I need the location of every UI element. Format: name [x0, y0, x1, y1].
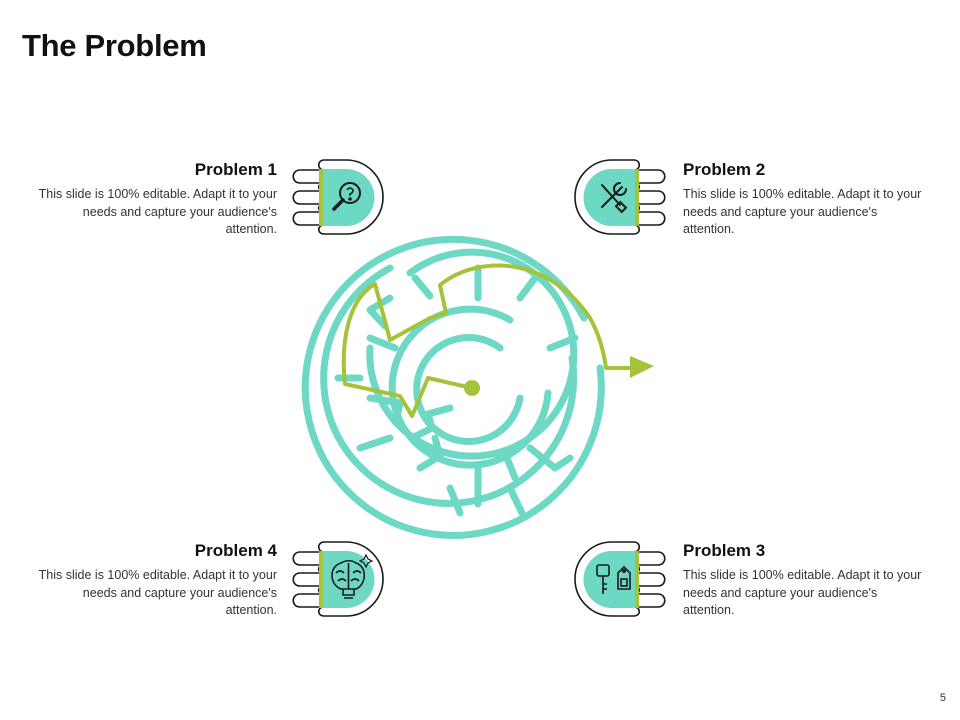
problem-1-text: This slide is 100% editable. Adapt it to…: [38, 187, 277, 236]
page-number: 5: [939, 692, 946, 704]
problem-1-title: Problem 1: [194, 160, 277, 179]
problem-4-block: Problem 4 This slide is 100% editable. A…: [37, 541, 277, 620]
problem-1-badge: [292, 159, 384, 235]
problem-2-badge: [574, 159, 666, 235]
maze-illustration: [301, 235, 654, 539]
problem-3-text: This slide is 100% editable. Adapt it to…: [683, 568, 922, 617]
magnifier-question-icon: [332, 182, 361, 211]
problem-4-text: This slide is 100% editable. Adapt it to…: [38, 568, 277, 617]
solution-path: [341, 263, 632, 418]
maze-walls: [301, 235, 605, 539]
problem-2-title: Problem 2: [683, 160, 766, 179]
problem-2-text: This slide is 100% editable. Adapt it to…: [683, 187, 922, 236]
problem-4-title: Problem 4: [194, 541, 277, 560]
problem-3-badge: [574, 541, 666, 617]
wrench-screwdriver-icon: [601, 182, 628, 214]
problem-4-badge: [292, 541, 384, 617]
problem-3-block: Problem 3 This slide is 100% editable. A…: [683, 541, 923, 620]
problem-1-block: Problem 1 This slide is 100% editable. A…: [37, 160, 277, 239]
key-tag-icon: [596, 564, 631, 594]
brain-bulb-icon: [331, 553, 374, 599]
problem-3-title: Problem 3: [683, 541, 766, 560]
problem-2-block: Problem 2 This slide is 100% editable. A…: [683, 160, 923, 239]
maze-center-dot: [464, 380, 480, 396]
slide-title: The Problem: [22, 28, 207, 63]
exit-arrow-icon: [630, 356, 654, 378]
